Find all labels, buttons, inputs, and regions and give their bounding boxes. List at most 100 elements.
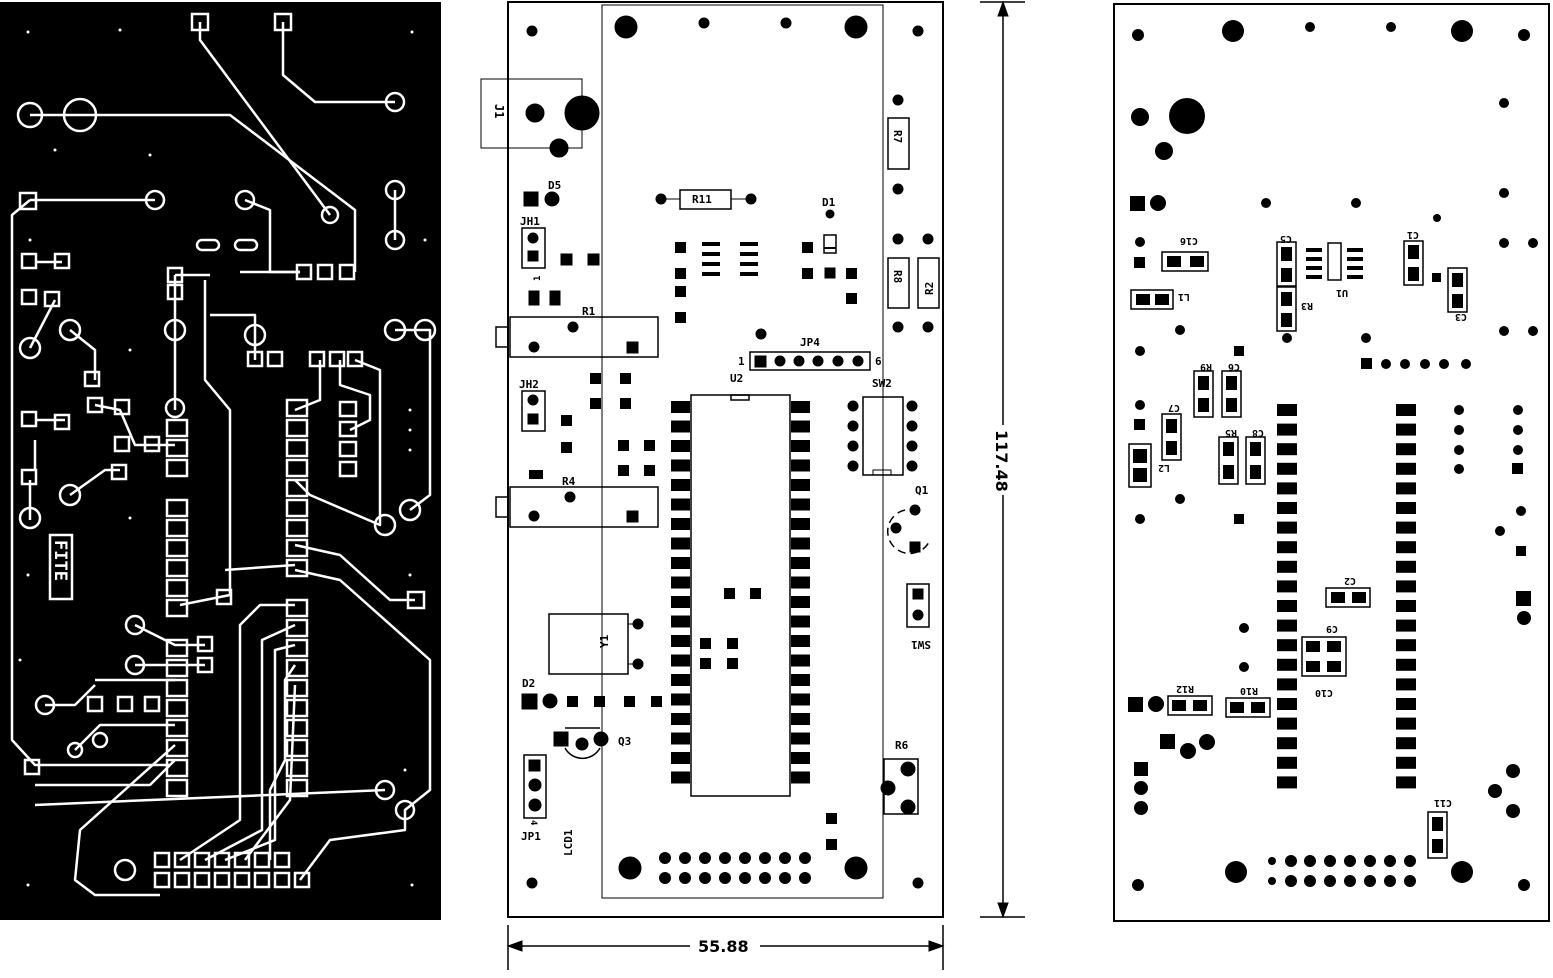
bottom-assembly-panel [1113, 3, 1550, 922]
bottom-pad [1396, 698, 1416, 710]
bottom-pad [1396, 560, 1416, 573]
u2-pad [671, 459, 690, 472]
label-c1: C1 [1407, 229, 1419, 240]
label-jp4-pin6: 6 [875, 355, 882, 368]
bottom-pad [1277, 560, 1297, 573]
u2-pad [671, 498, 690, 511]
label-r3: R3 [1301, 300, 1313, 311]
bottom-pad [1277, 541, 1297, 554]
label-c3: C3 [1455, 311, 1467, 322]
silkscreen-panel [480, 0, 1025, 970]
label-jp1-pin4: 4 [528, 820, 538, 826]
u2-pad-rows [671, 401, 810, 784]
label-r6: R6 [895, 739, 909, 752]
label-r1: R1 [582, 305, 596, 318]
u2-pad [791, 557, 810, 569]
label-jp4: JP4 [800, 336, 820, 349]
bottom-pad [1396, 600, 1416, 612]
bottom-pad [1277, 678, 1297, 691]
label-d2: D2 [522, 677, 535, 690]
u2-pad [671, 596, 690, 608]
bottom-pad [1277, 698, 1297, 710]
u2-pad [791, 596, 810, 608]
bottom-pad [1396, 462, 1416, 475]
bottom-pad [1277, 600, 1297, 612]
label-u2: U2 [730, 372, 743, 385]
label-jp1: JP1 [521, 830, 541, 843]
label-sw2: SW2 [872, 377, 892, 390]
u2-pad [791, 420, 810, 433]
bottom-pad [1277, 423, 1297, 436]
label-l1: L1 [1178, 291, 1190, 302]
label-c2: C2 [1344, 575, 1356, 586]
bottom-pad [1396, 423, 1416, 436]
u2-pad [791, 693, 810, 706]
u2-pad [671, 635, 690, 647]
bottom-pad [1277, 482, 1297, 495]
u2-pad [671, 693, 690, 706]
u2-pad [791, 576, 810, 589]
u2-pad [671, 479, 690, 491]
silkscreen-labels: J1 D5 JH1 R11 D1 R7 R8 R2 R1 JP4 1 6 U2 … [492, 104, 936, 856]
bottom-pad [1396, 619, 1416, 632]
label-q3: Q3 [618, 735, 631, 748]
u2-pad [671, 557, 690, 569]
label-r8: R8 [891, 270, 904, 283]
u2-pad [671, 518, 690, 530]
label-c10: C10 [1315, 687, 1333, 698]
bottom-pad [1277, 462, 1297, 475]
u2-pad [791, 401, 810, 413]
label-r9: R9 [1200, 361, 1212, 372]
label-j1: J1 [492, 104, 506, 118]
bottom-pad [1396, 502, 1416, 514]
u2-pad [791, 615, 810, 628]
bottom-pad [1396, 541, 1416, 554]
u2-pad [791, 498, 810, 511]
bottom-pad [1396, 443, 1416, 456]
bottom-pad [1277, 521, 1297, 534]
u2-pad [671, 771, 690, 784]
copper-text: FITE [50, 540, 70, 581]
label-r4: R4 [562, 475, 576, 488]
u2-pad [791, 713, 810, 725]
label-c11: C11 [1434, 797, 1452, 808]
u2-pad [791, 674, 810, 686]
label-jh2: JH2 [519, 378, 539, 391]
u2-pad [671, 576, 690, 589]
u2-pad [791, 440, 810, 452]
label-c16: C16 [1180, 235, 1198, 246]
bottom-pad [1277, 756, 1297, 769]
u2-pad [671, 713, 690, 725]
u2-pad [791, 518, 810, 530]
label-c7: C7 [1168, 402, 1180, 413]
copper-layer-panel: FITE [0, 2, 441, 920]
label-jp4-pin1: 1 [738, 355, 745, 368]
label-y1: Y1 [598, 634, 611, 648]
width-dimension: 55.88 [698, 937, 749, 956]
bottom-pad [1277, 639, 1297, 652]
bottom-pad [1396, 580, 1416, 593]
bottom-pad-rows [1277, 404, 1416, 789]
bottom-pad [1396, 717, 1416, 730]
label-c5: C5 [1280, 233, 1292, 244]
u2-pad [671, 440, 690, 452]
label-r12: R12 [1176, 683, 1194, 694]
label-c8: C8 [1252, 427, 1264, 438]
label-d5: D5 [548, 179, 561, 192]
height-dimension: 117.48 [992, 430, 1011, 492]
bottom-pad [1277, 717, 1297, 730]
label-jh1: JH1 [520, 215, 540, 228]
bottom-pad [1396, 737, 1416, 750]
u2-pad [671, 401, 690, 413]
bottom-pad [1396, 404, 1416, 416]
label-l2: L2 [1158, 462, 1170, 473]
u2-pad [791, 771, 810, 784]
bottom-pad [1277, 404, 1297, 416]
bottom-labels: C16 C5 U1 C1 L1 R3 C3 R9 C6 C7 R5 C8 L2 … [1158, 229, 1467, 808]
u2-pad [791, 732, 810, 745]
label-d1: D1 [822, 196, 836, 209]
label-r5: R5 [1225, 427, 1237, 438]
u2-pad [791, 459, 810, 472]
u2-pad [671, 420, 690, 433]
